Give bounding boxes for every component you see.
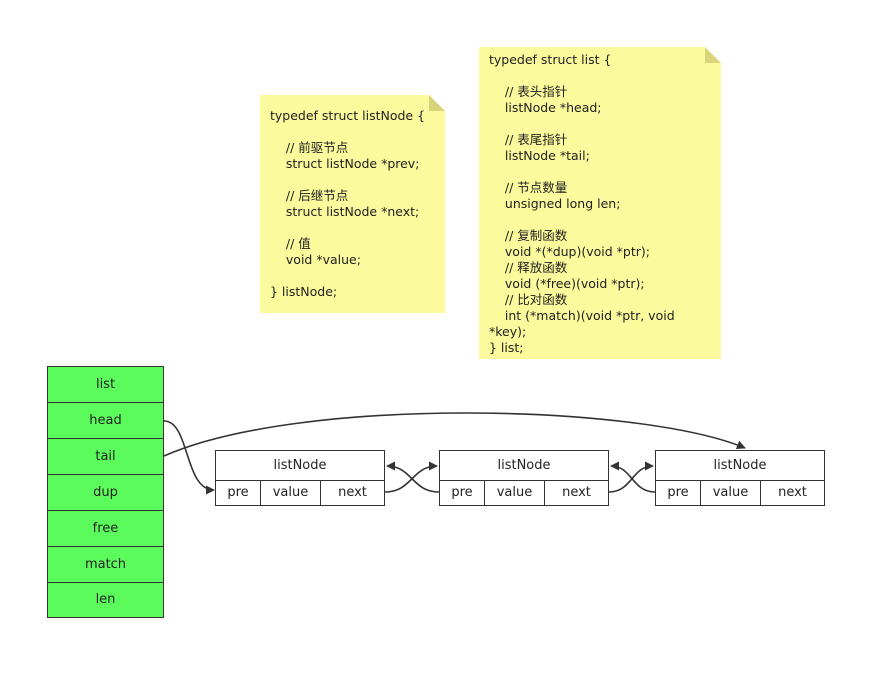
note-line: void *(*dup)(void *ptr);: [489, 244, 650, 259]
list-field-free: free: [48, 511, 163, 547]
note-line: listNode *tail;: [489, 148, 590, 163]
note-line: } list;: [489, 340, 524, 355]
list-struct: list head tail dup free match len: [47, 366, 164, 618]
node-next-cell: next: [562, 485, 591, 500]
list-field-dup: dup: [48, 475, 163, 511]
note-line: // 后继节点: [270, 188, 349, 203]
tail-pointer-edge: [163, 412, 746, 457]
note-line: // 前驱节点: [270, 140, 349, 155]
note-line: struct listNode *prev;: [270, 156, 420, 171]
note-line: // 值: [270, 236, 311, 251]
node-next-cell: next: [338, 485, 367, 500]
note-line: // 表头指针: [489, 84, 568, 99]
note-line: struct listNode *next;: [270, 204, 420, 219]
node-value-cell: value: [485, 481, 545, 505]
node-title: listNode: [656, 451, 824, 481]
note-line: } listNode;: [270, 284, 338, 299]
list-node-struct-note: typedef struct listNode { // 前驱节点 struct…: [260, 95, 445, 313]
list-struct-note: typedef struct list { // 表头指针 listNode *…: [479, 47, 721, 359]
list-node-2: listNode pre value next: [439, 450, 609, 506]
head-pointer-edge: [163, 420, 215, 495]
list-node-1: listNode pre value next: [215, 450, 385, 506]
note-line: int (*match)(void *ptr, void: [489, 308, 675, 323]
note-line: // 释放函数: [489, 260, 568, 275]
list-field-tail: tail: [48, 439, 163, 475]
list-node-3: listNode pre value next: [655, 450, 825, 506]
node2-next-edge: [608, 461, 654, 493]
list-field-match: match: [48, 547, 163, 583]
node-value-cell: value: [261, 481, 321, 505]
note-line: // 表尾指针: [489, 132, 568, 147]
node2-prev-edge: [386, 461, 440, 493]
node-pre-cell: pre: [440, 481, 485, 505]
note-line: typedef struct list {: [489, 52, 612, 67]
note-line: void *value;: [270, 252, 361, 267]
list-field-head: head: [48, 403, 163, 439]
node-pre-cell: pre: [216, 481, 261, 505]
note-line: unsigned long len;: [489, 196, 621, 211]
node-next-cell: next: [778, 485, 807, 500]
note-line: // 复制函数: [489, 228, 568, 243]
note-line: void (*free)(void *ptr);: [489, 276, 645, 291]
node-pre-cell: pre: [656, 481, 701, 505]
node-title: listNode: [216, 451, 384, 481]
node1-next-edge: [384, 461, 438, 493]
note-line: listNode *head;: [489, 100, 602, 115]
node3-prev-edge: [610, 461, 656, 493]
note-line: *key);: [489, 324, 527, 339]
note-line: // 节点数量: [489, 180, 568, 195]
note-line: // 比对函数: [489, 292, 568, 307]
node-value-cell: value: [701, 481, 761, 505]
note-line: typedef struct listNode {: [270, 108, 426, 123]
list-field-list: list: [48, 367, 163, 403]
list-field-len: len: [48, 583, 163, 617]
node-title: listNode: [440, 451, 608, 481]
